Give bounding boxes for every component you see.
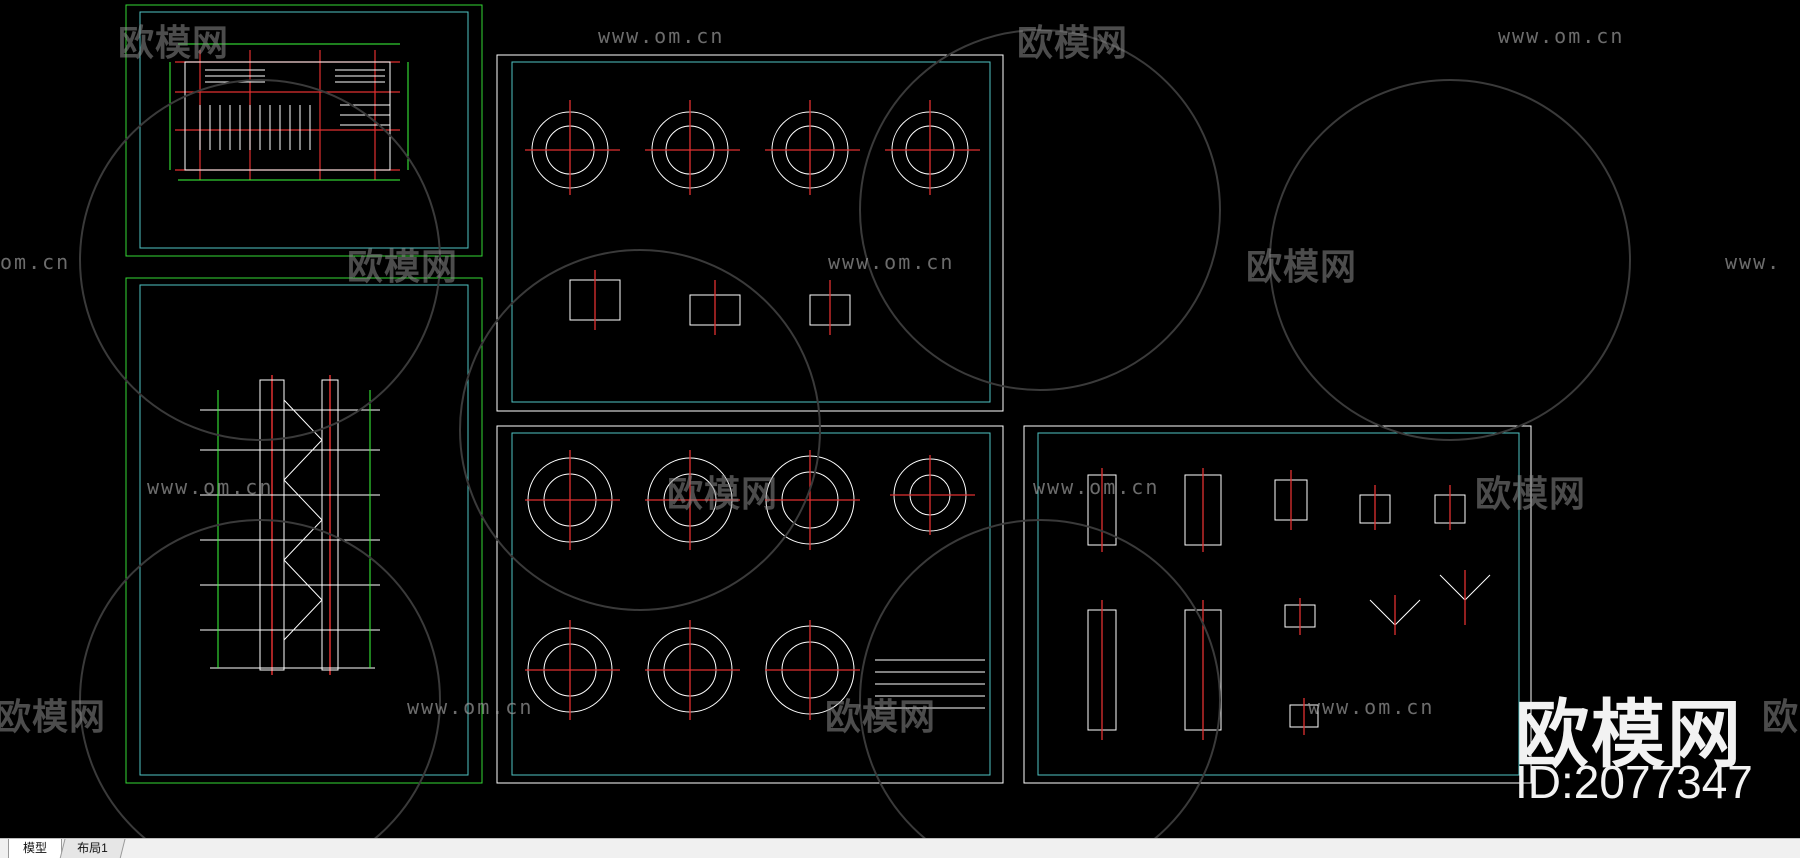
watermark-url-fragment: om.cn: [0, 250, 71, 274]
watermark-url: www.om.cn: [407, 695, 534, 719]
watermark-logo-fragment: 欧模网: [0, 697, 107, 738]
brand-logo-text: 欧模网: [1515, 692, 1743, 778]
watermark-url: www.om.cn: [1033, 475, 1160, 499]
watermark-logo: 欧模网: [118, 23, 230, 64]
tab-layout1-label: 布局1: [77, 841, 108, 855]
brand-id-text: ID:2077347: [1515, 756, 1753, 808]
layout-tab-bar: 模型 布局1: [0, 838, 1800, 858]
drawing-canvas[interactable]: [0, 0, 1800, 838]
watermark-logo: 欧模网: [667, 474, 779, 515]
watermark-logo-fragment: 欧: [1762, 697, 1800, 738]
watermark-url: www.om.cn: [598, 24, 725, 48]
watermark-url: www.om.cn: [828, 250, 955, 274]
watermark-logo: 欧模网: [1246, 247, 1358, 288]
watermark-arcs: [79, 29, 1631, 838]
watermark-url-fragment: www.: [1725, 250, 1782, 274]
watermark-url: www.om.cn: [1308, 695, 1435, 719]
watermark-url: www.om.cn: [147, 475, 274, 499]
watermark-logo: 欧模网: [1017, 23, 1129, 64]
watermark-logo: 欧模网: [825, 697, 937, 738]
watermark-url: www.om.cn: [1498, 24, 1625, 48]
sheet-floor-plan[interactable]: [125, 4, 483, 257]
sheet-spiral-plans-b[interactable]: [496, 425, 1004, 784]
watermark-logo: 欧模网: [1475, 474, 1587, 515]
tab-layout1[interactable]: 布局1: [59, 839, 126, 858]
sheet-spiral-plans-a[interactable]: [496, 54, 1004, 412]
watermark-logo: 欧模网: [347, 247, 459, 288]
sheet-details[interactable]: [1023, 425, 1532, 784]
tab-model[interactable]: 模型: [8, 839, 63, 858]
